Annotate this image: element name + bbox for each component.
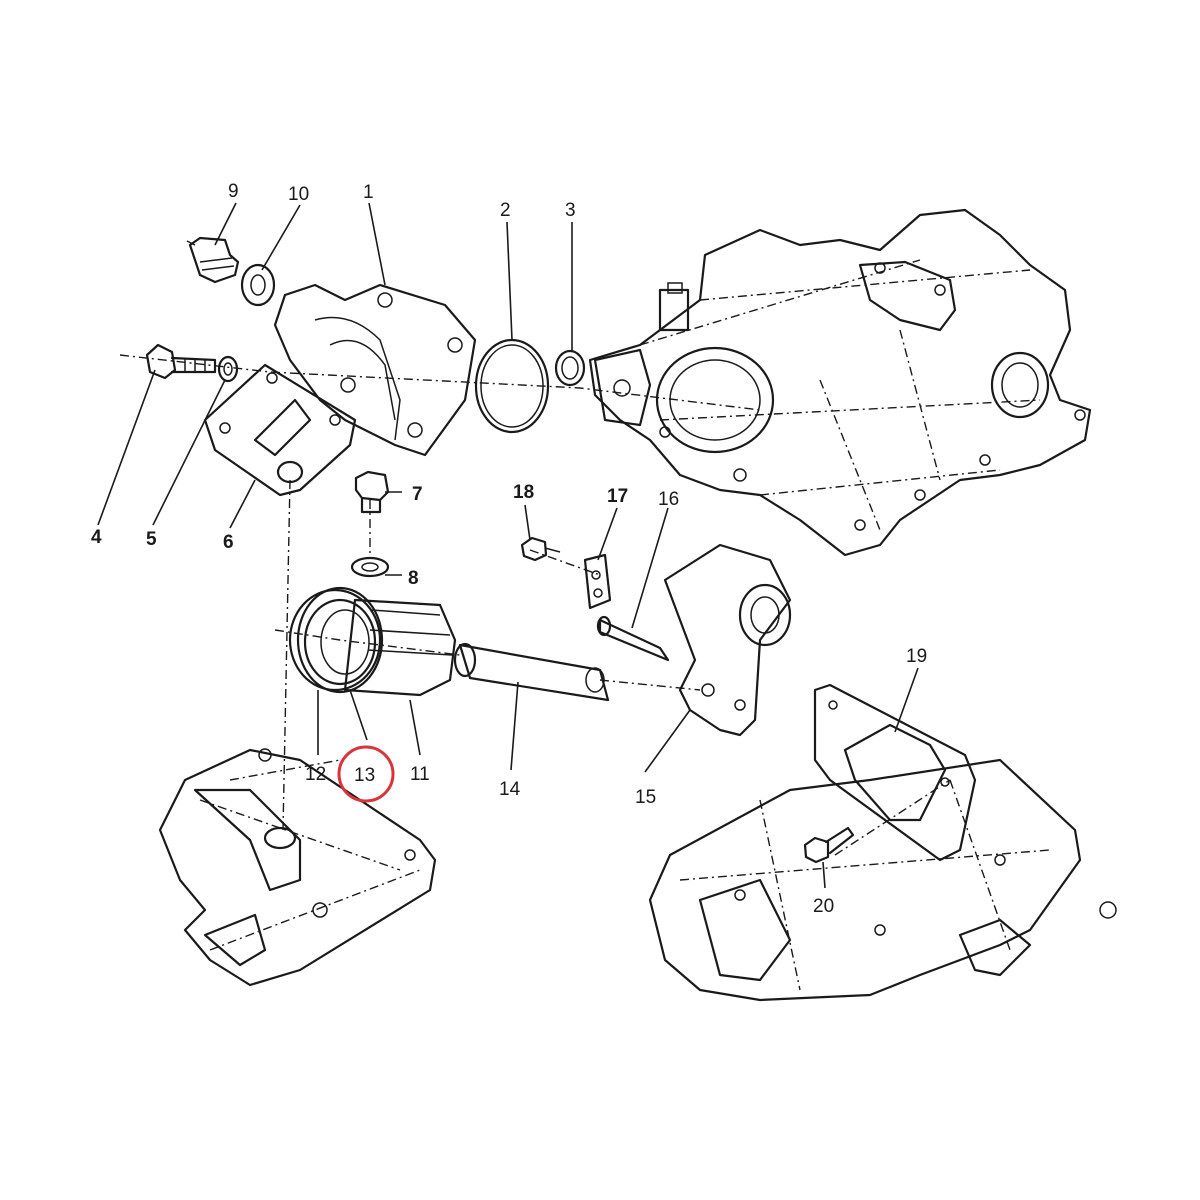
assembly-axis-lines: [119, 239, 951, 856]
part-11-piston-face: [296, 586, 384, 694]
callout-9: 9: [228, 181, 239, 202]
lower-right-housing: [648, 758, 1117, 1002]
piston-assembly: [288, 586, 457, 697]
callout-10: 10: [288, 184, 309, 205]
callout-6: 6: [223, 532, 234, 553]
part-8-washer: [350, 556, 390, 578]
leader-lines: [97, 202, 919, 889]
part-6-bracket: [203, 363, 357, 497]
callout-2: 2: [500, 200, 511, 221]
part-9-plug-bolt: [188, 236, 240, 284]
callout-17: 17: [607, 486, 628, 507]
lower-left-housing: [158, 748, 437, 987]
part-5-washer: [217, 355, 239, 383]
part-3-small-ring: [554, 349, 586, 387]
part-20-bolt: [803, 826, 855, 864]
callout-18: 18: [513, 482, 534, 503]
callout-11: 11: [410, 764, 430, 785]
callout-20: 20: [813, 896, 834, 917]
callout-13: 13: [354, 765, 375, 786]
callout-labels: 9 10 1 2 3 4 5 6 7 8 18 17 16 12 13 11 1…: [91, 181, 927, 917]
part-10-washer: [240, 263, 276, 307]
callout-14: 14: [499, 779, 521, 800]
part-16-pin: [596, 615, 670, 662]
callout-8: 8: [408, 568, 419, 589]
part-13-ring-inner: [303, 598, 377, 686]
part-15-lift-arm: [663, 543, 792, 737]
part-17-plate: [583, 553, 612, 610]
callout-19: 19: [906, 646, 927, 667]
callout-12: 12: [305, 764, 326, 785]
highlight-circle-13: [337, 745, 395, 803]
main-housing: [588, 208, 1092, 557]
part-12-ring-outer: [288, 588, 382, 692]
callout-7: 7: [412, 484, 423, 505]
callout-4: 4: [91, 527, 102, 548]
callout-15: 15: [635, 787, 656, 808]
callout-5: 5: [146, 529, 157, 550]
part-14-shaft: [453, 642, 610, 702]
part-18-small-bolt: [520, 536, 561, 562]
part-1-elbow-cover: [273, 283, 477, 457]
callout-16: 16: [658, 489, 679, 510]
part-7-plug: [354, 470, 390, 514]
callout-3: 3: [565, 200, 576, 221]
callout-1: 1: [363, 182, 374, 203]
